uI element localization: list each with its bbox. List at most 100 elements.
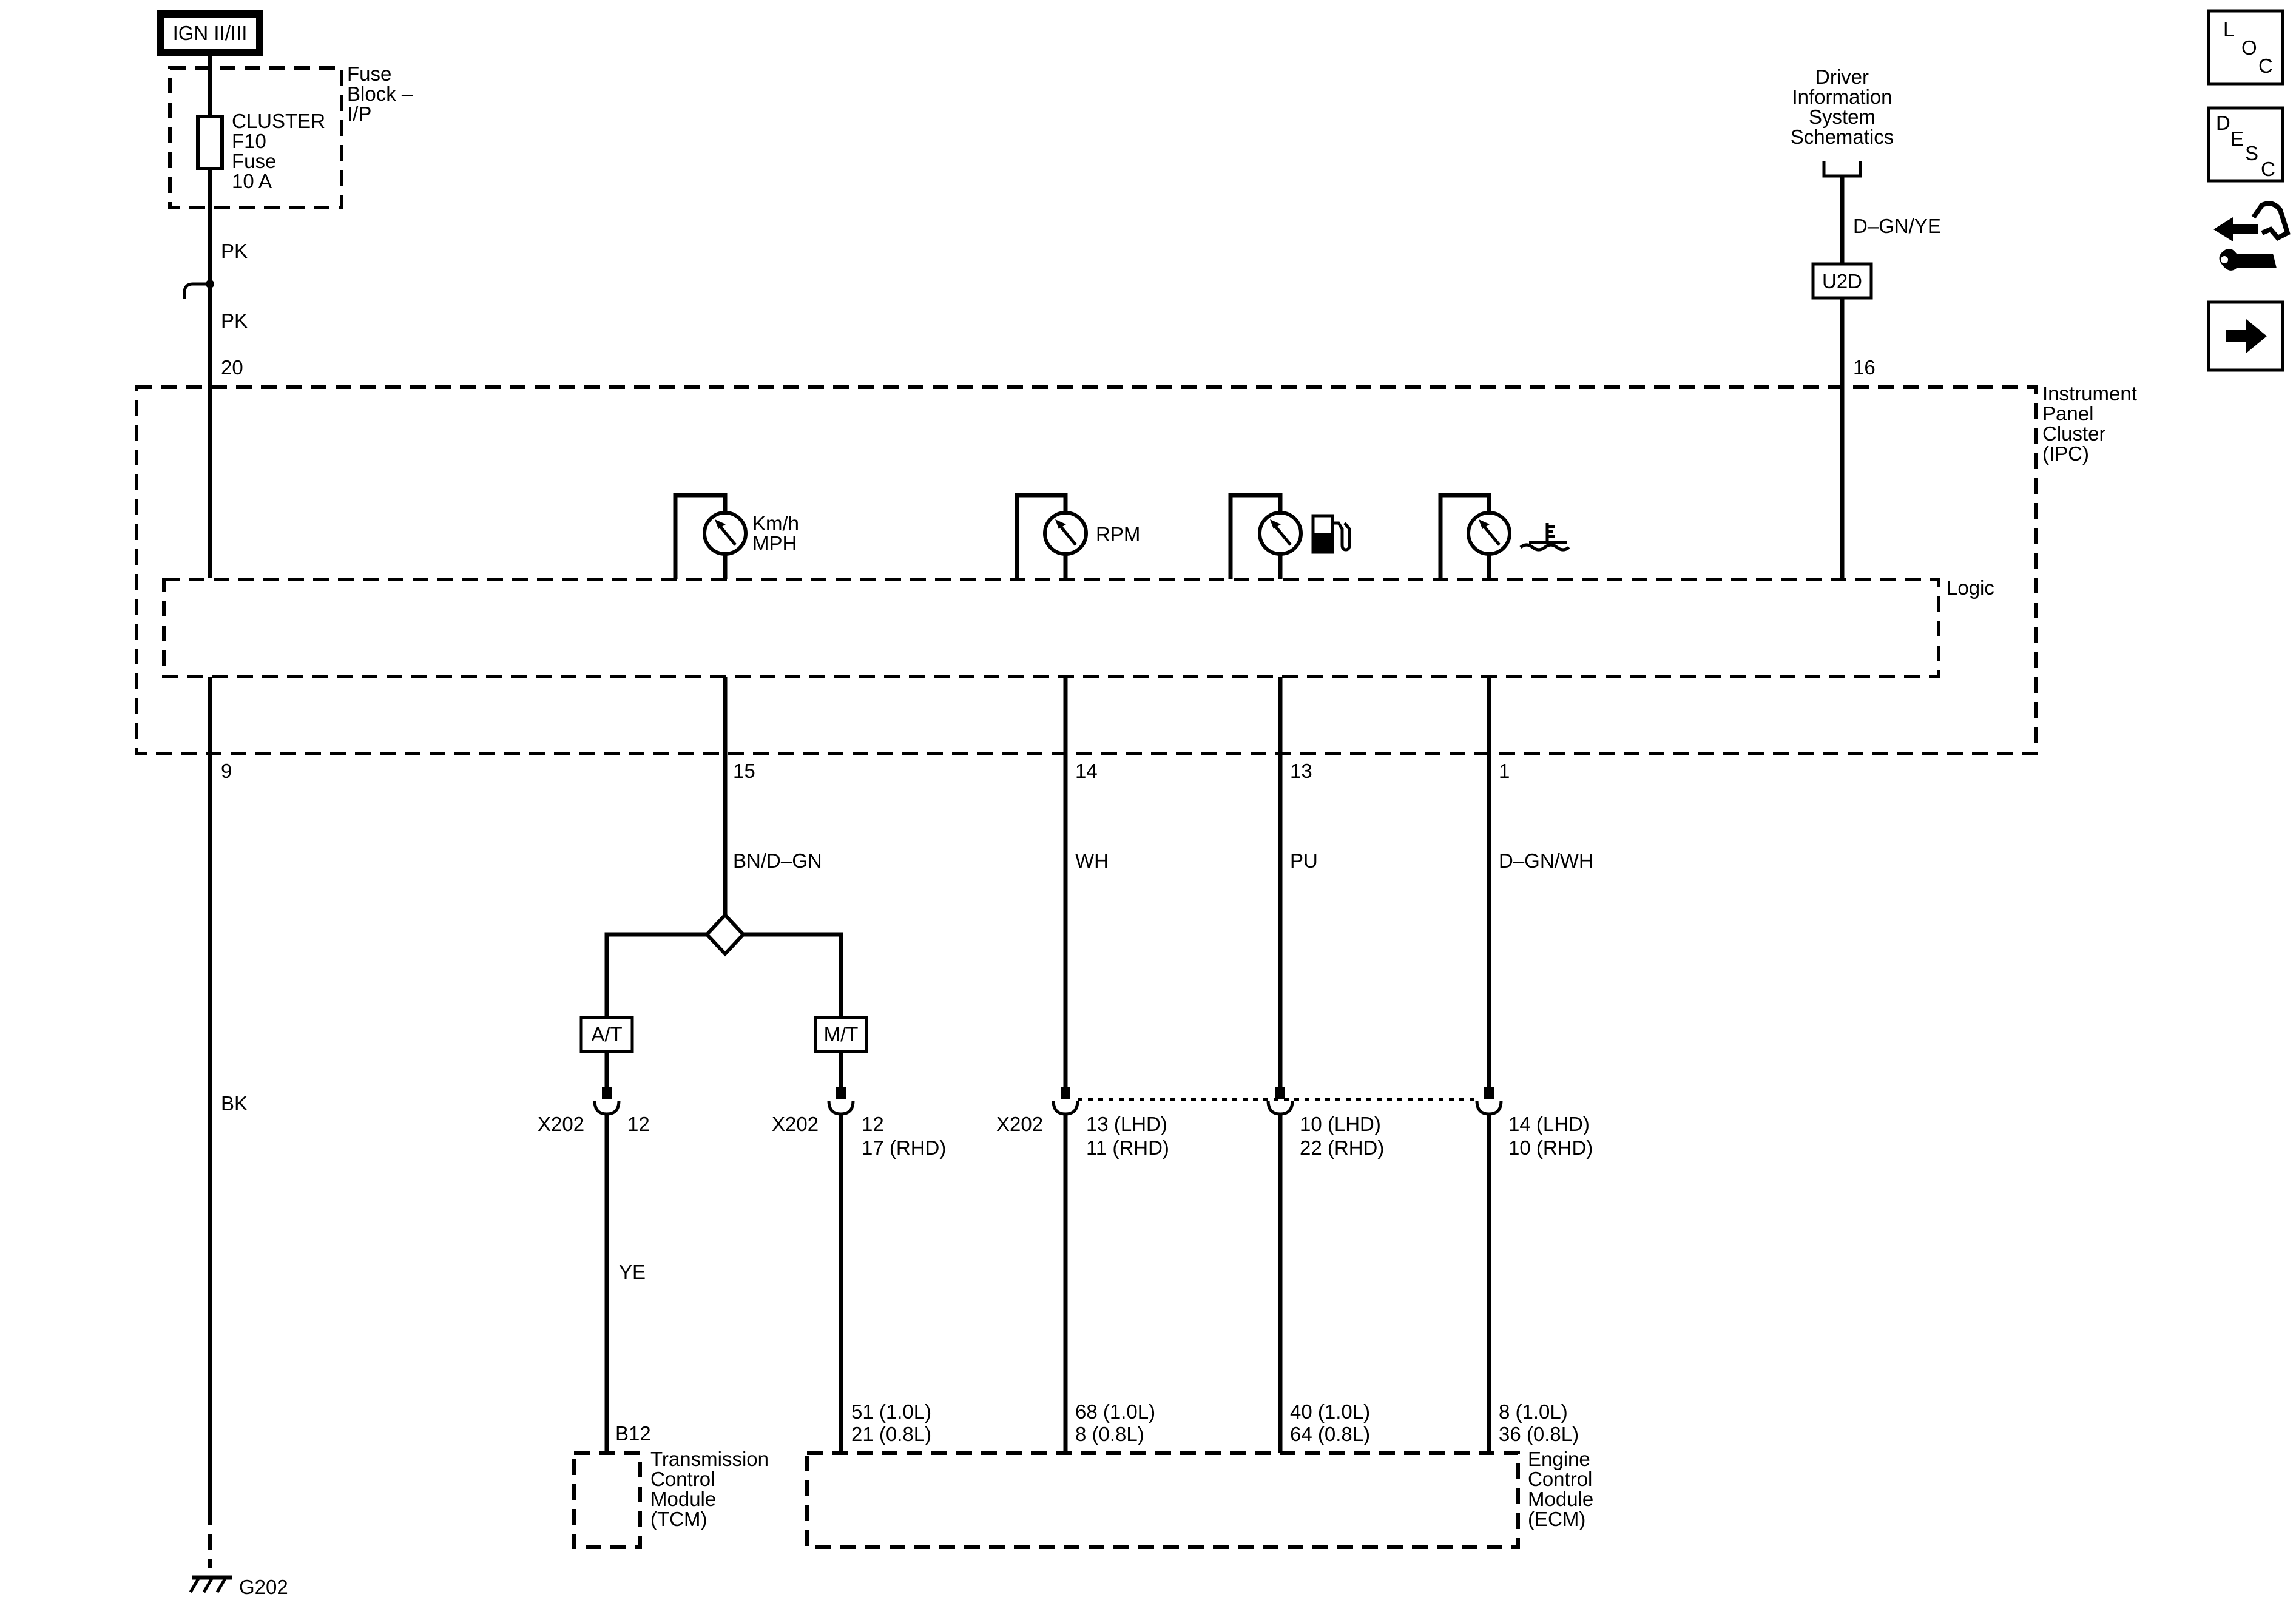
ignition-source: IGN II/III xyxy=(157,10,263,56)
fuse-block-label-1: Fuse xyxy=(347,62,391,85)
fuse-label-3: Fuse xyxy=(232,150,276,172)
dis-label-3: System xyxy=(1809,106,1876,128)
loc-letter-o: O xyxy=(2241,36,2257,59)
pin-16-label: 16 xyxy=(1853,356,1876,379)
desc-button[interactable]: D E S C xyxy=(2207,106,2284,183)
x202-dgn-pin-1: 14 (LHD) xyxy=(1508,1113,1590,1135)
tcm-label-2: Control xyxy=(650,1468,715,1490)
pin-13-label: 13 xyxy=(1290,760,1312,782)
mt-label: M/T xyxy=(824,1023,859,1045)
at-label: A/T xyxy=(591,1023,622,1045)
engine-control-module: Engine Control Module (ECM) xyxy=(805,1448,1593,1549)
fuse-label-4: 10 A xyxy=(232,170,272,192)
ye-label: YE xyxy=(619,1261,646,1283)
x202-pu-connector-icon xyxy=(1266,1100,1294,1116)
fuse-label-2: F10 xyxy=(232,130,266,152)
tcm-label-3: Module xyxy=(650,1488,716,1510)
x202-pu-pin-1: 10 (LHD) xyxy=(1300,1113,1381,1135)
splice-diamond-icon xyxy=(704,912,746,957)
ecm-pin-mt-1: 51 (1.0L) xyxy=(851,1400,931,1423)
fuse-block-label-3: I/P xyxy=(347,103,371,125)
dgn-wh-label: D–GN/WH xyxy=(1499,849,1593,872)
x202-at-connector-icon xyxy=(593,1100,621,1116)
pin-9-label: 9 xyxy=(221,760,232,782)
dis-bracket xyxy=(1822,161,1862,178)
ground-symbol-icon xyxy=(189,1575,232,1593)
ground-label: G202 xyxy=(239,1576,288,1598)
ecm-pin-wh-2: 8 (0.8L) xyxy=(1075,1423,1144,1445)
loc-button[interactable]: L O C xyxy=(2207,9,2284,86)
next-page-button[interactable] xyxy=(2207,300,2284,372)
desc-letter-s: S xyxy=(2245,142,2258,164)
mt-branch-wire xyxy=(743,932,843,1018)
pk-top-label: PK xyxy=(221,240,248,262)
tcm-pin-label: B12 xyxy=(615,1422,651,1445)
x202-wh-pin-2: 11 (RHD) xyxy=(1086,1136,1169,1159)
at-branch-wire xyxy=(604,932,707,1018)
dis-label-2: Information xyxy=(1792,86,1892,108)
bk-label: BK xyxy=(221,1092,248,1115)
ipc-label-2: Panel xyxy=(2042,402,2093,425)
desc-letter-c: C xyxy=(2261,158,2275,180)
x202-at-pin: 12 xyxy=(627,1113,650,1135)
x202-wh-pin-1: 13 (LHD) xyxy=(1086,1113,1167,1135)
ecm-pin-pu-2: 64 (0.8L) xyxy=(1290,1423,1370,1445)
next-arrow-icon xyxy=(2226,319,2267,353)
tachometer-needle-icon xyxy=(1058,523,1077,546)
dis-label-1: Driver xyxy=(1815,66,1869,88)
x202-at-label: X202 xyxy=(538,1113,584,1135)
bn-dgn-label: BN/D–GN xyxy=(733,849,822,872)
coolant-temp-gauge xyxy=(1438,493,1570,579)
pin-1-label: 1 xyxy=(1499,760,1510,782)
ign-label: IGN II/III xyxy=(173,22,248,44)
x202-dgn-pin-2: 10 (RHD) xyxy=(1508,1136,1593,1159)
ecm-pin-wh-1: 68 (1.0L) xyxy=(1075,1400,1155,1423)
wh-label: WH xyxy=(1075,849,1109,872)
coolant-temperature-icon xyxy=(1519,523,1570,552)
loc-letter-l: L xyxy=(2223,18,2234,41)
fuse-block-ip: Fuse Block – I/P CLUSTER F10 Fuse 10 A xyxy=(168,62,413,209)
loc-letter-c: C xyxy=(2258,55,2273,77)
pin-20-label: 20 xyxy=(221,356,243,379)
speed-label-2: MPH xyxy=(752,532,797,555)
ipc-label-1: Instrument xyxy=(2042,382,2137,405)
pin-14-label: 14 xyxy=(1075,760,1098,782)
desc-letter-e: E xyxy=(2230,127,2244,150)
ipc-label-3: Cluster xyxy=(2042,422,2106,445)
tachometer-gauge: RPM xyxy=(1015,493,1140,579)
driver-information-system: Driver Information System Schematics xyxy=(1791,66,1894,178)
ecm-pin-dgn-2: 36 (0.8L) xyxy=(1499,1423,1579,1445)
fuel-gauge xyxy=(1228,493,1351,579)
transmission-control-module: Transmission Control Module (TCM) xyxy=(572,1448,769,1549)
ecm-label-3: Module xyxy=(1528,1488,1593,1510)
x202-mt-label: X202 xyxy=(772,1113,819,1135)
fuse-block-label-2: Block – xyxy=(347,83,413,105)
desc-letter-d: D xyxy=(2216,112,2230,134)
x202-pu-pin-2: 22 (RHD) xyxy=(1300,1136,1384,1159)
inline-splice-dot xyxy=(206,280,214,288)
desc-button-icon: D E S C xyxy=(2216,112,2275,180)
speed-label-1: Km/h xyxy=(752,512,799,535)
inline-connector-icon xyxy=(183,282,210,299)
ipc-label-4: (IPC) xyxy=(2042,442,2089,465)
x202-mt-pin-1: 12 xyxy=(862,1113,884,1135)
tcm-label-4: (TCM) xyxy=(650,1508,707,1530)
logic-label: Logic xyxy=(1947,576,1994,599)
ecm-label-2: Control xyxy=(1528,1468,1592,1490)
connector-repair-button[interactable] xyxy=(2213,201,2291,271)
x202-wh-connector-icon xyxy=(1052,1100,1079,1116)
dis-wire-color: D–GN/YE xyxy=(1853,215,1941,237)
pk-bottom-label: PK xyxy=(221,309,248,332)
rpm-label: RPM xyxy=(1096,523,1140,545)
dis-label-4: Schematics xyxy=(1791,126,1894,148)
pin-15-label: 15 xyxy=(733,760,755,782)
fuse-icon xyxy=(196,115,224,170)
ecm-label-1: Engine xyxy=(1528,1448,1590,1470)
ecm-pin-mt-2: 21 (0.8L) xyxy=(851,1423,931,1445)
fuel-pump-icon xyxy=(1311,514,1351,554)
x202-mt-connector-icon xyxy=(827,1100,855,1116)
ecm-label-4: (ECM) xyxy=(1528,1508,1585,1530)
tcm-label-1: Transmission xyxy=(650,1448,769,1470)
speedometer-needle-icon xyxy=(717,523,737,546)
